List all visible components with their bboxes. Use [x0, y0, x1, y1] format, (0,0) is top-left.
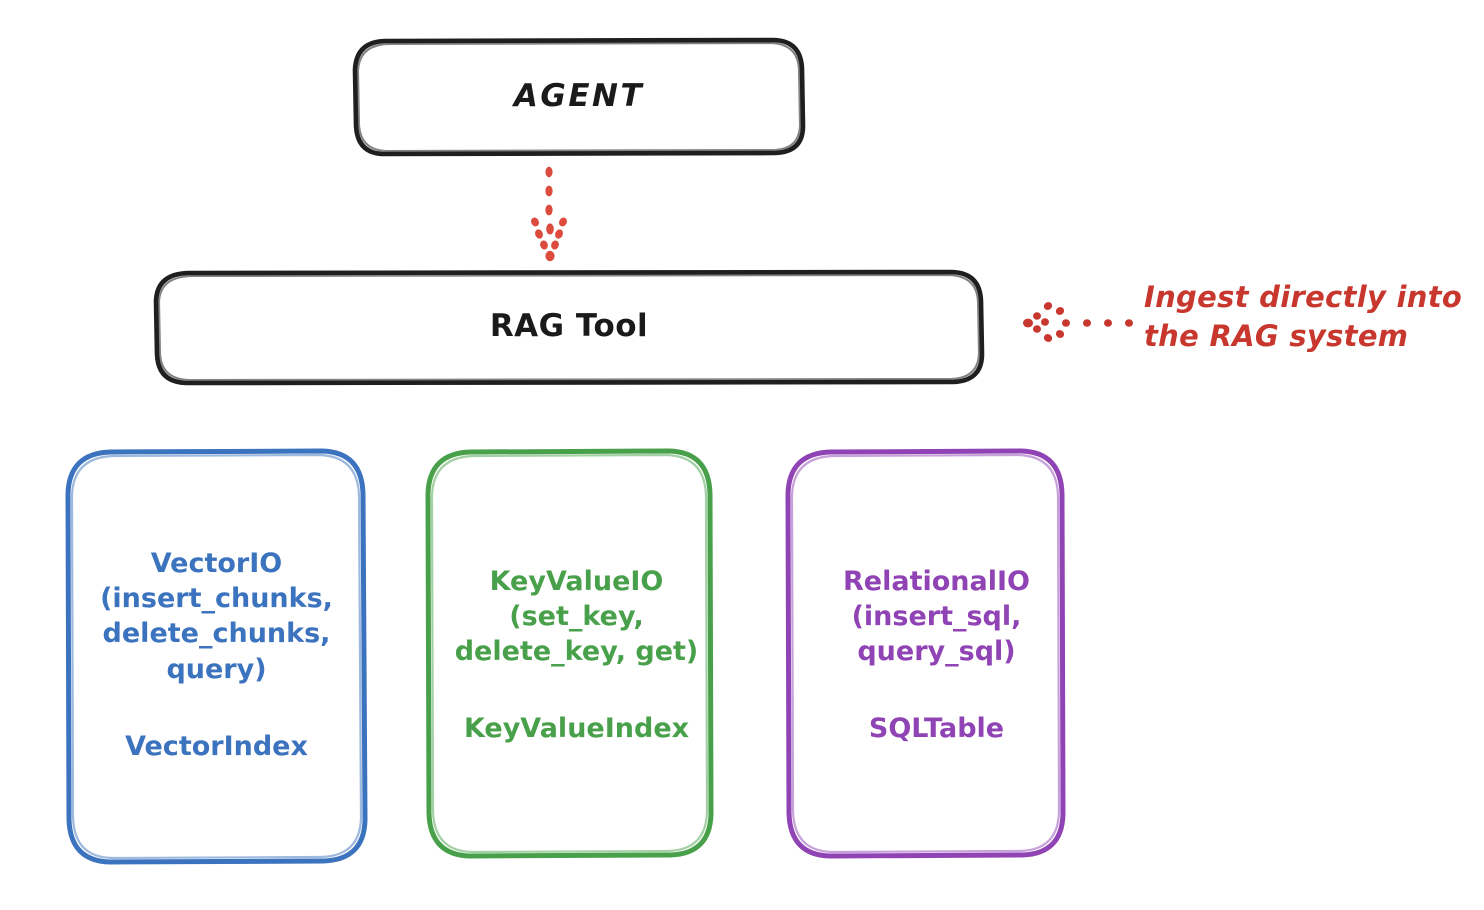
node-key-value-io-sublabel: KeyValueIndex — [463, 713, 690, 745]
node-vector-io-sublabel: VectorIndex — [125, 730, 308, 762]
node-rag-tool[interactable]: RAG Tool — [156, 272, 982, 382]
agent-box-outline — [352, 37, 806, 157]
node-relational-io-sublabel: SQLTable — [868, 713, 1005, 745]
ragtool-box-outline — [153, 269, 985, 386]
node-agent-label: AGENT — [513, 78, 645, 115]
keyvalueio-box-outline — [425, 448, 714, 859]
agent-to-ragtool-arrow — [531, 166, 567, 262]
vectorio-box-outline — [65, 448, 368, 865]
ingest-to-ragtool-arrow — [1023, 302, 1133, 342]
node-key-value-io-label: KeyValueIO (set_key, delete_key, get) — [454, 565, 699, 667]
node-relational-io[interactable]: RelationalIO (insert_sql, query_sql) SQL… — [788, 450, 1085, 860]
node-key-value-io[interactable]: KeyValueIO (set_key, delete_key, get) Ke… — [428, 450, 725, 860]
node-relational-io-label: RelationalIO (insert_sql, query_sql) — [843, 565, 1030, 667]
node-rag-tool-label: RAG Tool — [489, 308, 649, 345]
node-agent[interactable]: AGENT — [355, 40, 803, 154]
node-vector-io[interactable]: VectorIO (insert_chunks, delete_chunks, … — [68, 450, 365, 860]
annotation-ingest: Ingest directly into the RAG system — [1144, 280, 1463, 353]
relationalio-box-outline — [785, 448, 1066, 859]
node-vector-io-label: VectorIO (insert_chunks, delete_chunks, … — [100, 548, 333, 685]
